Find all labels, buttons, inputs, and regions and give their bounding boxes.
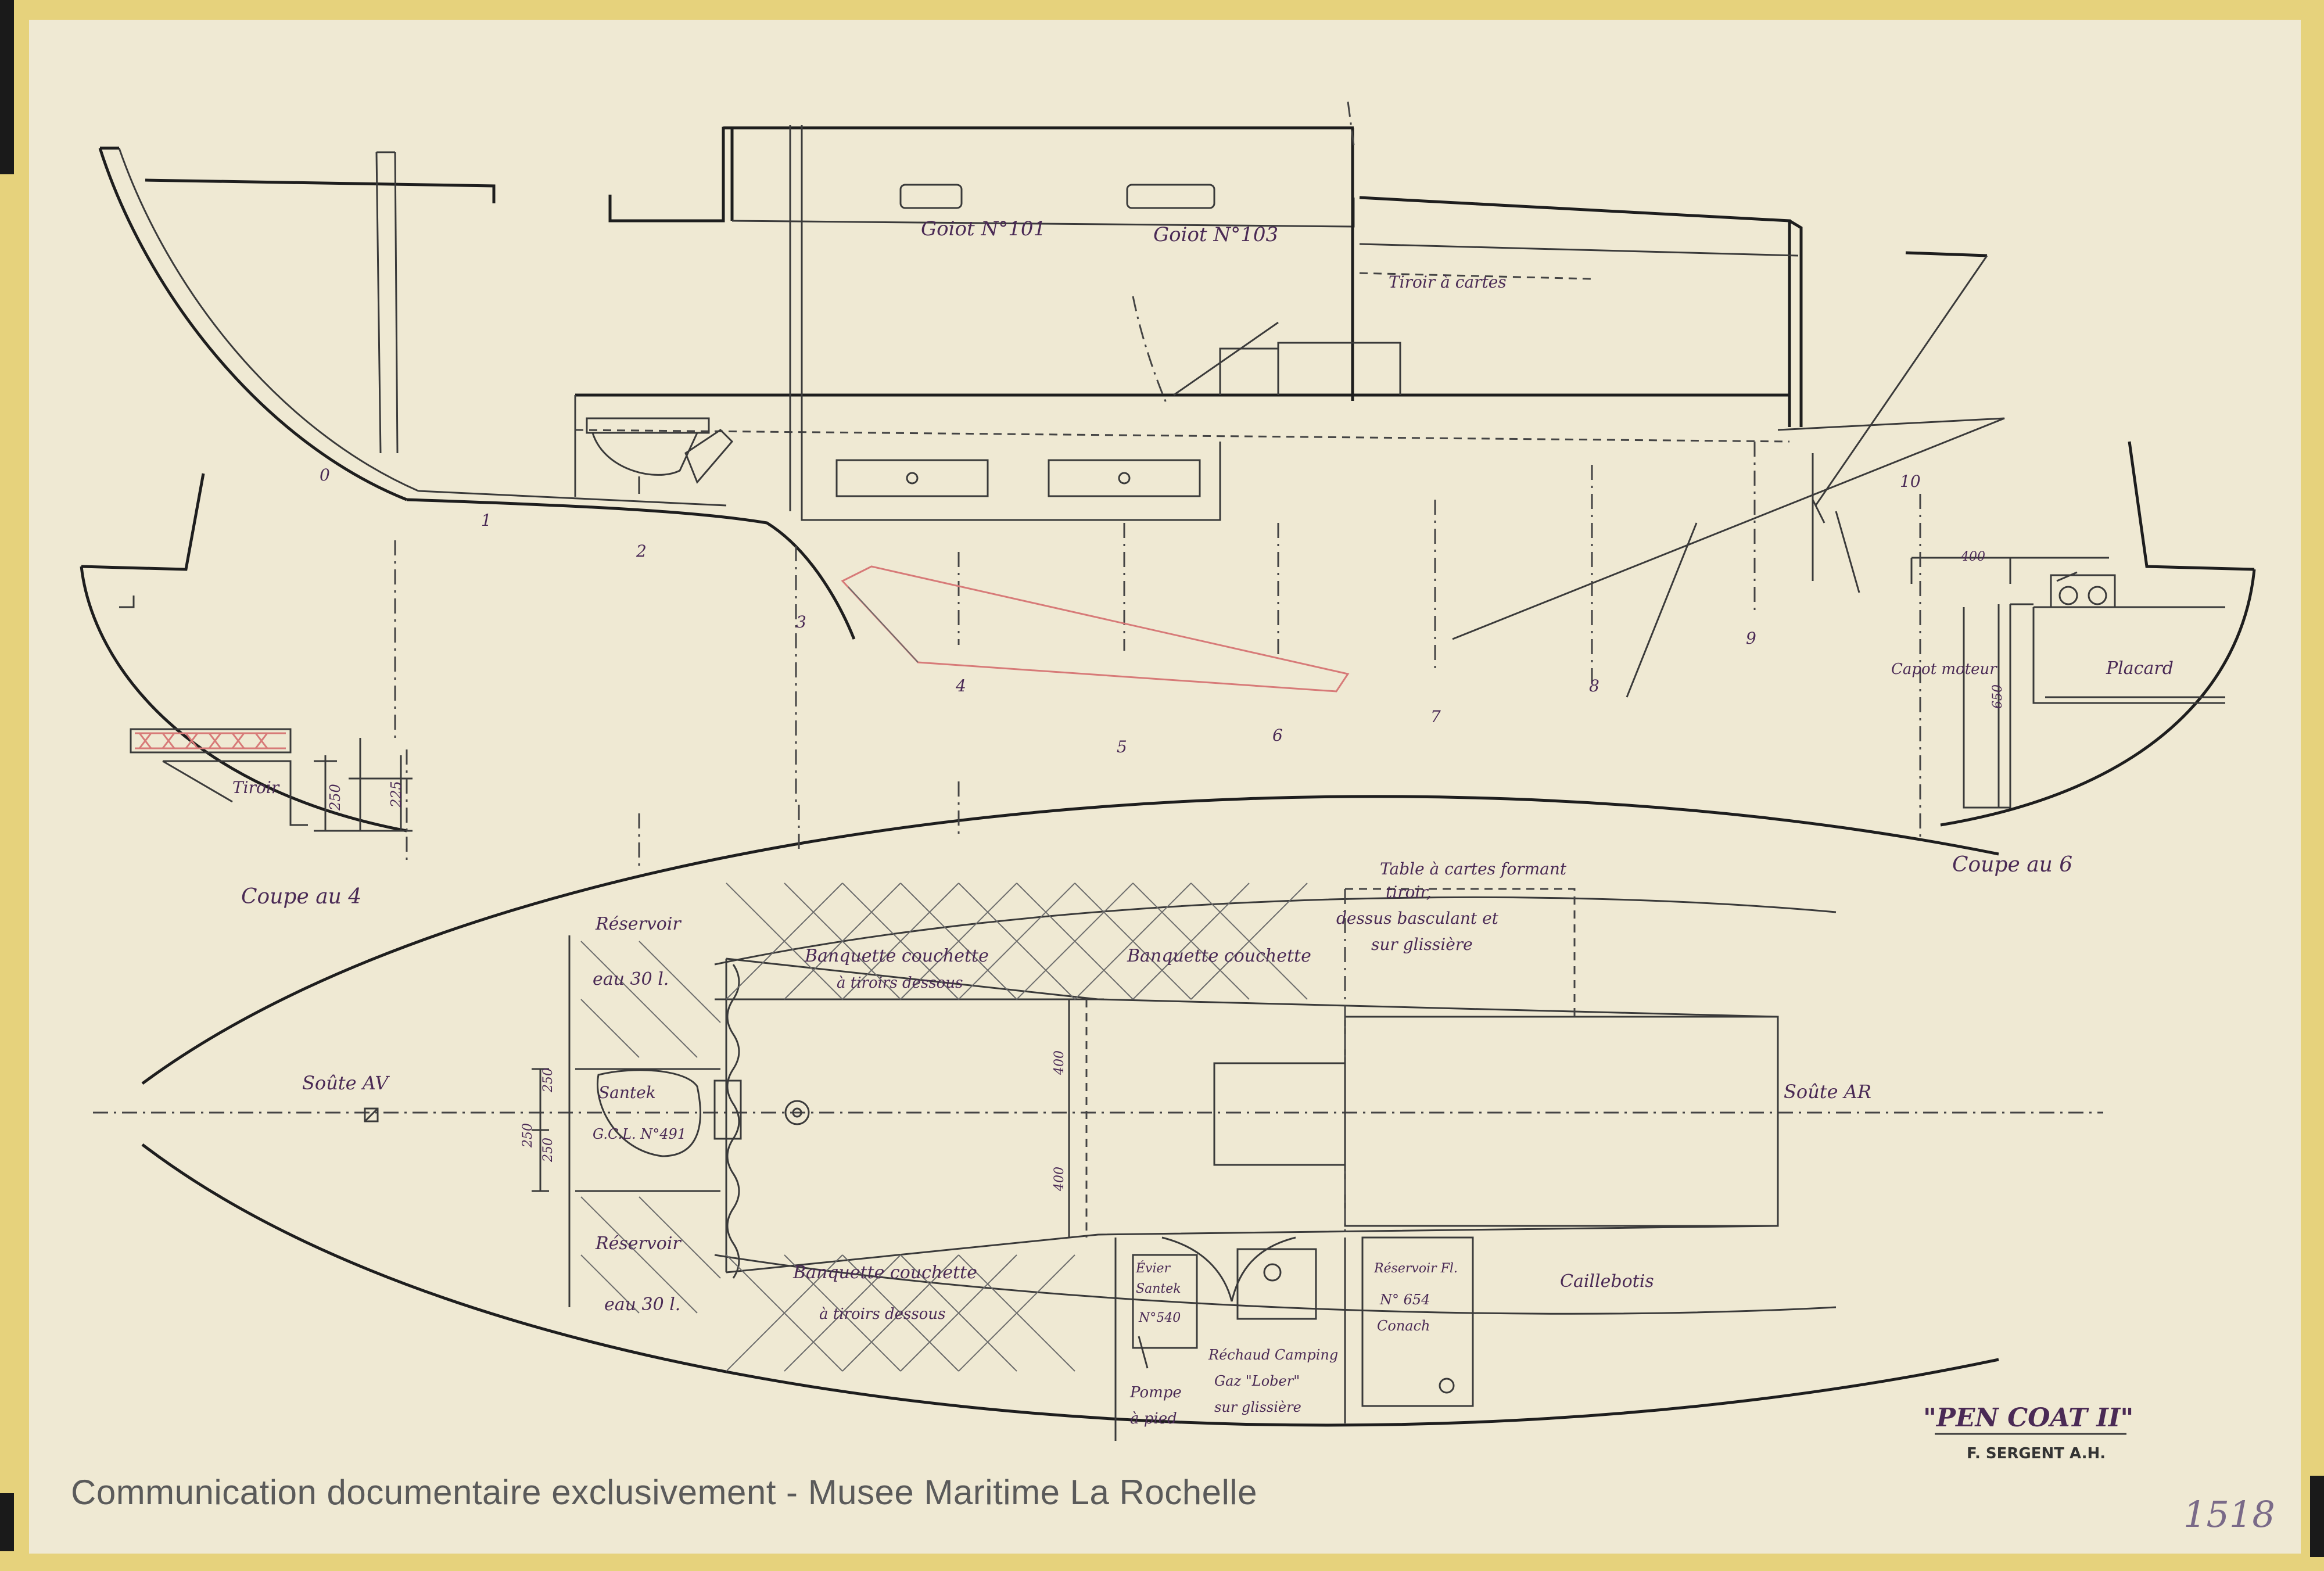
station-label: 3 — [796, 612, 806, 632]
dim-650-label: 650 — [1991, 684, 2005, 709]
berth-bottom-sub-label: à tiroirs dessous — [819, 1305, 945, 1323]
footer-note: Communication documentaire exclusivement… — [71, 1473, 1258, 1512]
chart-table-label-1: Table à cartes formant — [1380, 859, 1567, 878]
reservoir-bottom-label: Réservoir — [595, 1233, 682, 1254]
stove-label-1: Réchaud Camping — [1208, 1347, 1338, 1363]
clip-bottom-left — [0, 1493, 14, 1551]
berth-top-label: Banquette couchette — [804, 946, 989, 966]
dim-225-label: 225 — [388, 781, 404, 808]
station-label: 1 — [481, 511, 492, 530]
chart-table-label-2: tiroir, — [1386, 883, 1432, 902]
dim-label: 250 — [541, 1068, 555, 1093]
station-label: 6 — [1272, 726, 1283, 745]
sink-label-2: Santek — [1136, 1282, 1181, 1296]
station-label: 9 — [1746, 629, 1756, 648]
archive-number: 1518 — [2183, 1493, 2275, 1536]
berth-top-sub-label: à tiroirs dessous — [837, 974, 963, 992]
station-label: 0 — [320, 465, 330, 485]
dim-label: 250 — [521, 1123, 535, 1148]
sink-label-1: Évier — [1135, 1260, 1171, 1276]
fuel-tank-label-3: Conach — [1377, 1318, 1430, 1334]
dim-label: 250 — [541, 1138, 555, 1163]
boat-name: "PEN COAT II" — [1923, 1403, 2133, 1433]
designer-name: F. SERGENT A.H. — [1967, 1445, 2106, 1462]
sink-label-3: N°540 — [1138, 1311, 1181, 1325]
stove-label-2: Gaz "Lober" — [1214, 1373, 1300, 1389]
section-right — [1910, 441, 2256, 837]
placard-label: Placard — [2106, 658, 2174, 679]
soute-ar-label: Soûte AR — [1784, 1081, 1871, 1103]
berth-top-2-label: Banquette couchette — [1127, 946, 1311, 966]
station-label: 10 — [1900, 472, 1921, 491]
fuel-tank-label-2: N° 654 — [1379, 1292, 1430, 1308]
dim-400-label: 400 — [1960, 550, 1985, 564]
hatch-103-label: Goiot N°103 — [1153, 223, 1278, 246]
caillebotis-label: Caillebotis — [1560, 1271, 1654, 1292]
chart-drawer-label: Tiroir à cartes — [1389, 272, 1507, 292]
water-top-label: eau 30 l. — [593, 969, 669, 989]
water-bottom-label: eau 30 l. — [604, 1294, 680, 1315]
paper — [29, 20, 2301, 1554]
reservoir-top-label: Réservoir — [595, 914, 682, 934]
chart-table-label-4: sur glissière — [1371, 935, 1473, 954]
plan-view — [93, 781, 2103, 1441]
station-label: 5 — [1117, 737, 1127, 756]
section-left-drawer-label: Tiroir — [232, 778, 280, 797]
stove-label-3: sur glissière — [1214, 1399, 1301, 1415]
station-label: 8 — [1589, 676, 1599, 695]
station-label: 4 — [955, 676, 966, 695]
section-left — [80, 473, 413, 866]
toilet-label-1: Santek — [598, 1083, 656, 1102]
dim-250-label: 250 — [327, 784, 343, 811]
pump-label-2: à pied — [1130, 1410, 1177, 1427]
berth-bottom-label: Banquette couchette — [792, 1262, 977, 1283]
hatch-101-label: Goiot N°101 — [921, 217, 1046, 241]
section-right-caption: Coupe au 6 — [1952, 853, 2072, 877]
dim-label: 400 — [1052, 1050, 1067, 1075]
chart-table-label-3: dessus basculant et — [1336, 909, 1499, 928]
station-label: 7 — [1430, 707, 1441, 726]
dim-label: 400 — [1052, 1167, 1067, 1192]
fuel-tank-label-1: Réservoir Fl. — [1373, 1261, 1458, 1276]
capot-moteur-label: Capot moteur — [1891, 661, 1997, 678]
section-left-caption: Coupe au 4 — [241, 885, 361, 909]
profile-view — [98, 101, 2005, 802]
clip-top-left — [0, 0, 14, 174]
station-numbers: 0 1 2 3 4 5 6 7 8 9 10 — [320, 465, 1921, 756]
toilet-label-2: G.C.L. N°491 — [593, 1126, 686, 1142]
station-label: 2 — [636, 541, 647, 561]
soute-av-label: Soûte AV — [302, 1072, 390, 1094]
pump-label-1: Pompe — [1129, 1384, 1182, 1401]
clip-bottom-right — [2310, 1476, 2324, 1557]
